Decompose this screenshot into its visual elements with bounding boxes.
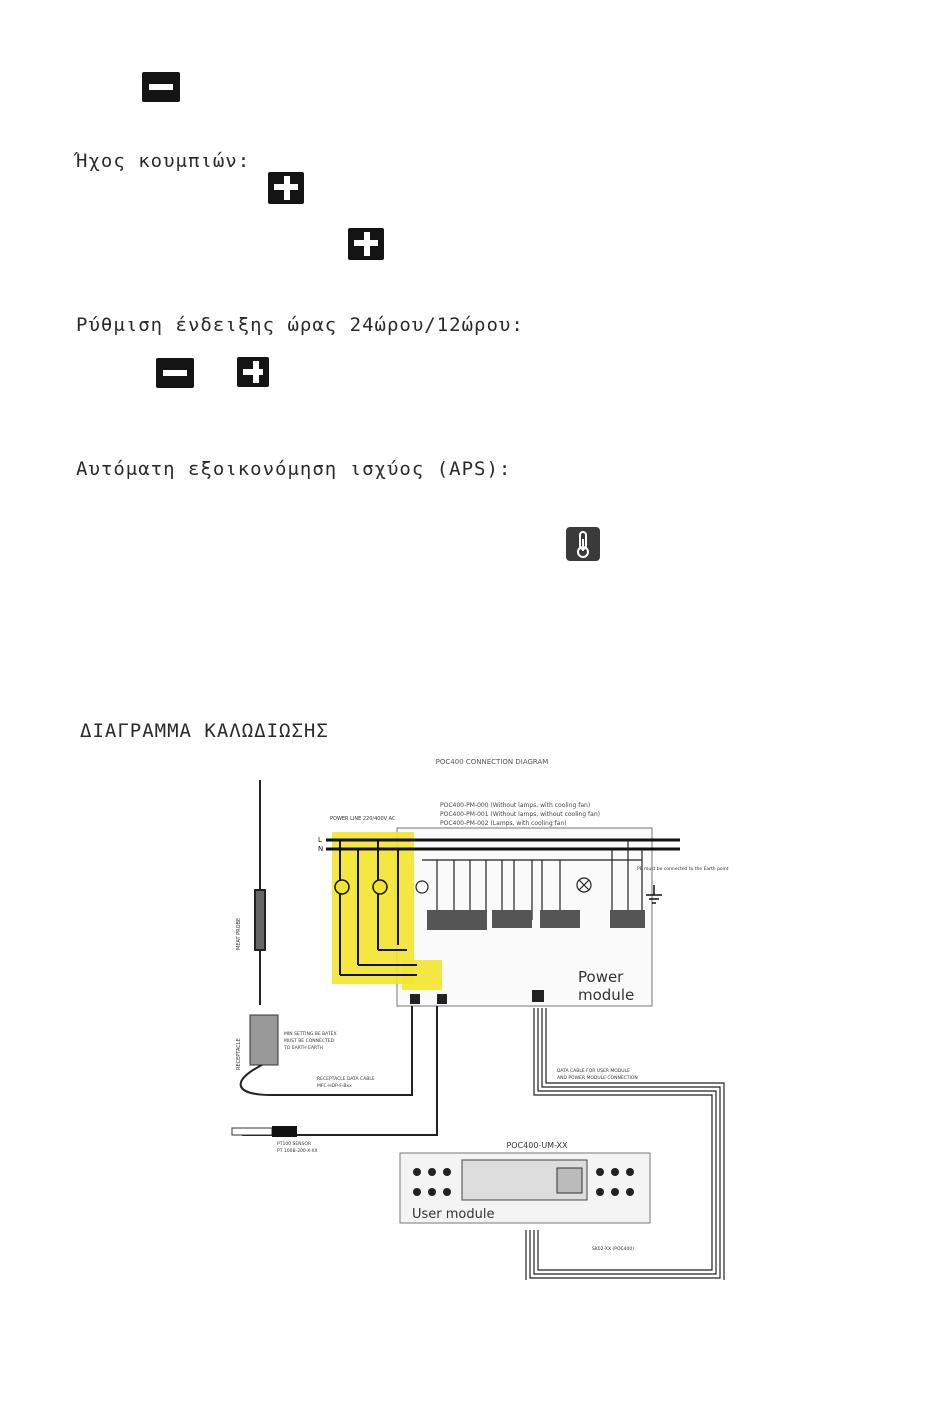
sensor-label: PT100 SENSOR xyxy=(277,1141,311,1147)
earth-probe-note: TO EARTH EARTH xyxy=(283,1045,323,1051)
diagram-title: POC400 CONNECTION DIAGRAM xyxy=(436,758,549,766)
power-line-label: POWER LINE 220/400V AC xyxy=(330,816,396,822)
power-module-label: Power xyxy=(578,968,624,986)
power-line-highlight xyxy=(332,832,414,984)
minus-button-icon xyxy=(142,72,180,102)
plus-button-icon xyxy=(237,357,269,387)
meat-probe-label: MEAT PROBE xyxy=(236,918,242,950)
wiring-diagram-heading: ΔΙΑΓΡΑΜΜΑ ΚΑΛΩΔΙΩΣΗΣ xyxy=(80,720,329,742)
wiring-diagram: POC400 CONNECTION DIAGRAM POC400-PM-000 … xyxy=(222,750,732,1283)
model-line: POC400-PM-002 (Lamps, with cooling fan) xyxy=(440,820,566,827)
earth-probe-note: MIN SETTING BE BATEX xyxy=(284,1031,337,1037)
plus-button-icon xyxy=(348,228,384,260)
plus-button-icon xyxy=(268,172,304,204)
model-line: POC400-PM-000 (Without lamps, with cooli… xyxy=(440,802,590,809)
line-l-label: L xyxy=(318,836,322,844)
minus-button-icon xyxy=(156,358,194,388)
thermometer-icon xyxy=(566,527,600,561)
cable-code-label: SK02-XX (POC400) xyxy=(592,1246,634,1252)
button-sound-heading: Ήχος κουμπιών: xyxy=(76,150,251,172)
data-probe-note: RECEPTACLE DATA CABLE xyxy=(317,1076,375,1082)
data-cable-label: AND POWER MODULE CONNECTION xyxy=(557,1075,638,1081)
user-module-label: User module xyxy=(412,1207,494,1222)
aps-heading: Αυτόματη εξοικονόμηση ισχύος (APS): xyxy=(76,458,512,480)
data-probe-note: MFC-HDP-F-Bxx xyxy=(317,1083,352,1089)
sensor-label: PT 100B-200-X-XX xyxy=(277,1148,318,1154)
earth-note: PE must be connected to the Earth point xyxy=(637,866,729,872)
earth-probe-note: MUST BE CONNECTED xyxy=(284,1038,335,1044)
data-cable-label: DATA CABLE FOR USER MODULE xyxy=(557,1068,630,1074)
user-module-model: POC400-UM-XX xyxy=(506,1141,568,1150)
receptacle-label: RECEPTACLE xyxy=(236,1038,242,1070)
line-n-label: N xyxy=(318,845,323,853)
power-module-label: module xyxy=(578,986,634,1004)
model-line: POC400-PM-001 (Without lamps, without co… xyxy=(440,811,600,818)
time-format-heading: Ρύθμιση ένδειξης ώρας 24ώρου/12ώρου: xyxy=(76,314,524,336)
